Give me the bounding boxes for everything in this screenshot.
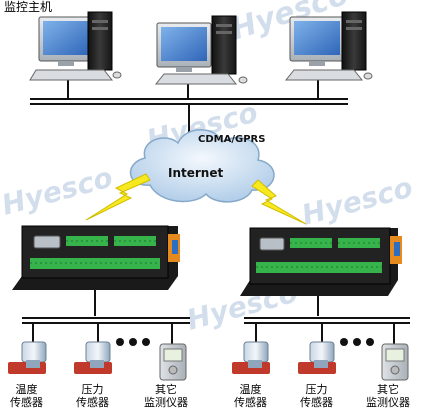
caption-line: 温度 <box>239 383 262 396</box>
other-instrument-device-left <box>159 343 187 381</box>
caption-line: 传感器 <box>300 395 333 409</box>
wireless-link-left-bolt <box>85 173 151 221</box>
pressure-sensor-caption-right: 压力 传感器 <box>300 383 333 409</box>
ellipsis-dots-left <box>116 338 150 346</box>
top-network-bus <box>30 80 348 140</box>
other-instrument-caption-left: 其它 监测仪器 <box>144 383 188 409</box>
data-acquisition-terminal-right <box>240 227 402 296</box>
computer-host-2 <box>154 15 248 85</box>
pressure-sensor-valve-left <box>74 341 112 374</box>
ellipsis-dots-right <box>340 338 374 346</box>
other-instrument-caption-right: 其它 监测仪器 <box>366 383 410 409</box>
caption-line: 监测仪器 <box>366 395 410 409</box>
caption-line: 压力 <box>305 383 328 396</box>
cloud-label: Internet <box>168 166 223 180</box>
sensor-bus-right <box>244 296 410 345</box>
temp-sensor-caption-right: 温度 传感器 <box>234 383 267 409</box>
caption-line: 其它 <box>377 383 399 396</box>
caption-line: 传感器 <box>76 395 109 409</box>
other-instrument-device-right <box>381 343 409 381</box>
temperature-sensor-valve-right <box>232 341 270 374</box>
computer-host-1 <box>29 11 122 81</box>
pressure-sensor-caption-left: 压力 传感器 <box>76 383 109 409</box>
caption-line: 温度 <box>15 383 38 396</box>
wireless-link-right-bolt <box>251 179 307 225</box>
internet-cloud <box>129 129 275 203</box>
caption-line: 其它 <box>155 383 177 396</box>
watermark-logo-4: Hyesco <box>298 171 416 232</box>
caption-line: 传感器 <box>234 395 267 409</box>
monitor-host-title: 监控主机 <box>4 0 53 14</box>
data-acquisition-terminal-left <box>12 225 180 290</box>
network-label: CDMA/GPRS <box>198 134 265 145</box>
temp-sensor-caption-left: 温度 传感器 <box>10 383 43 409</box>
pressure-sensor-valve-right <box>298 341 336 374</box>
computer-host-3 <box>284 11 373 81</box>
caption-line: 压力 <box>81 383 104 396</box>
caption-line: 监测仪器 <box>144 395 188 409</box>
sensor-bus-left <box>22 290 190 345</box>
watermark-text: Hyesco <box>298 171 416 232</box>
temperature-sensor-valve-left <box>8 341 47 374</box>
caption-line: 传感器 <box>10 395 43 409</box>
